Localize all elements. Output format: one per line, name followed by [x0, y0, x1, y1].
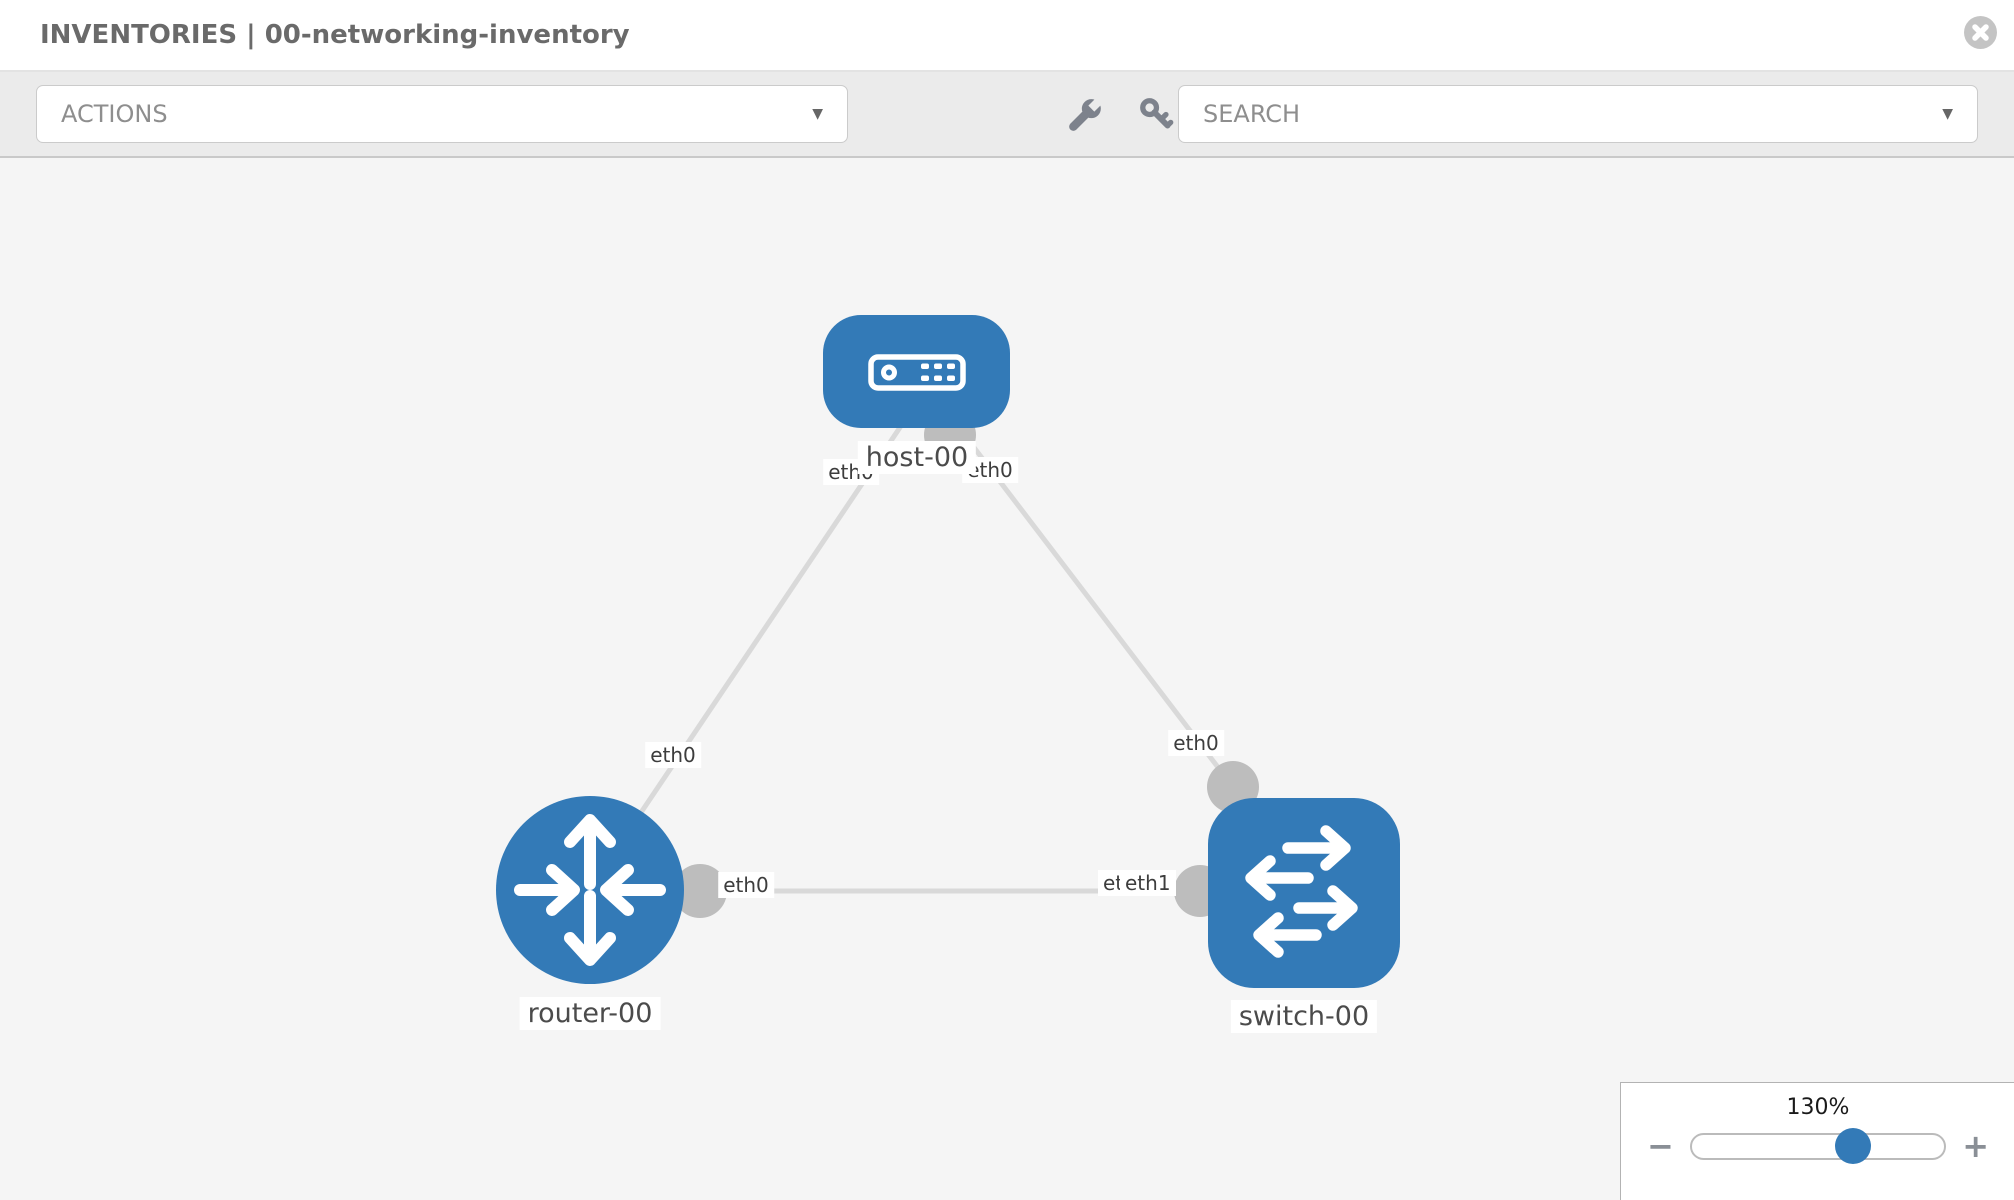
host-icon	[868, 354, 966, 391]
search-dropdown[interactable]: SEARCH ▼	[1178, 85, 1978, 143]
node-switch-00[interactable]	[1208, 798, 1400, 988]
wrench-icon[interactable]	[1066, 96, 1104, 134]
interface-label-switch-eth0: eth0	[1168, 730, 1224, 756]
zoom-slider-track[interactable]	[1689, 1128, 1947, 1164]
zoom-panel: 130% − +	[1620, 1082, 2014, 1200]
panel-header: INVENTORIES | 00-networking-inventory	[0, 0, 2014, 72]
node-label-router: router-00	[519, 997, 661, 1030]
close-icon[interactable]	[1964, 16, 1997, 49]
node-label-switch: switch-00	[1230, 1000, 1378, 1033]
node-host-00[interactable]	[823, 315, 1010, 428]
router-icon	[514, 814, 666, 966]
toolbar: ACTIONS ▼ SEARCH ▼	[0, 72, 2014, 158]
interface-connector-router-eth0[interactable]	[673, 864, 727, 918]
topology-canvas[interactable]: eth0 eth0 eth0 eth0 eth0 eth0 eth1 host-…	[0, 158, 2014, 1200]
zoom-level-readout: 130%	[1786, 1095, 1850, 1120]
actions-dropdown[interactable]: ACTIONS ▼	[36, 85, 848, 143]
chevron-down-icon: ▼	[812, 106, 823, 122]
zoom-out-button[interactable]: −	[1647, 1127, 1674, 1165]
node-label-host: host-00	[857, 441, 977, 474]
search-dropdown-label: SEARCH	[1203, 100, 1301, 128]
page-title: INVENTORIES | 00-networking-inventory	[40, 20, 630, 50]
close-x-glyph	[1972, 24, 1989, 41]
key-icon[interactable]	[1138, 96, 1176, 134]
interface-label-router-eth0-lan: eth0	[718, 872, 774, 898]
interface-label-switch-eth1: eth1	[1120, 870, 1176, 896]
actions-dropdown-label: ACTIONS	[61, 100, 168, 128]
switch-icon	[1245, 825, 1358, 958]
node-router-00[interactable]	[496, 796, 684, 984]
zoom-slider-thumb[interactable]	[1835, 1128, 1872, 1164]
chevron-down-icon: ▼	[1942, 106, 1953, 122]
interface-label-router-eth0-uplink: eth0	[645, 742, 701, 768]
zoom-in-button[interactable]: +	[1962, 1127, 1989, 1165]
